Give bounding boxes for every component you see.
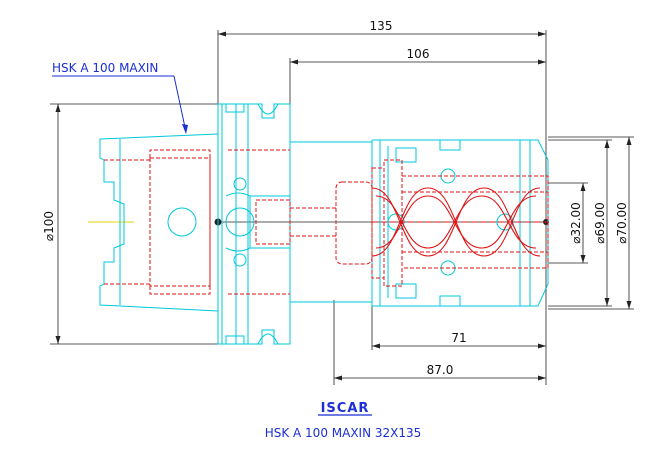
dim-135: 135 [370, 19, 393, 33]
dimension-lines [50, 30, 634, 385]
dimension-arrows [55, 31, 632, 381]
iscar-logo: ISCAR [318, 401, 372, 416]
dim-106: 106 [407, 47, 430, 61]
dim-dia-70: ⌀70.00 [615, 202, 629, 244]
logo-text: ISCAR [321, 401, 370, 416]
dim-71: 71 [451, 331, 466, 345]
thread-lines [371, 187, 548, 257]
dim-dia-100: ⌀100 [42, 211, 56, 241]
dim-87: 87.0 [427, 363, 454, 377]
callout-arrow [182, 124, 188, 134]
tool-outline [99, 103, 549, 345]
callout-leader [173, 75, 187, 133]
dim-dia-69: ⌀69.00 [593, 202, 607, 244]
callout-label: HSK A 100 MAXIN [52, 61, 158, 75]
drawing-caption: HSK A 100 MAXIN 32X135 [265, 426, 422, 440]
dim-dia-32: ⌀32.00 [569, 202, 583, 244]
